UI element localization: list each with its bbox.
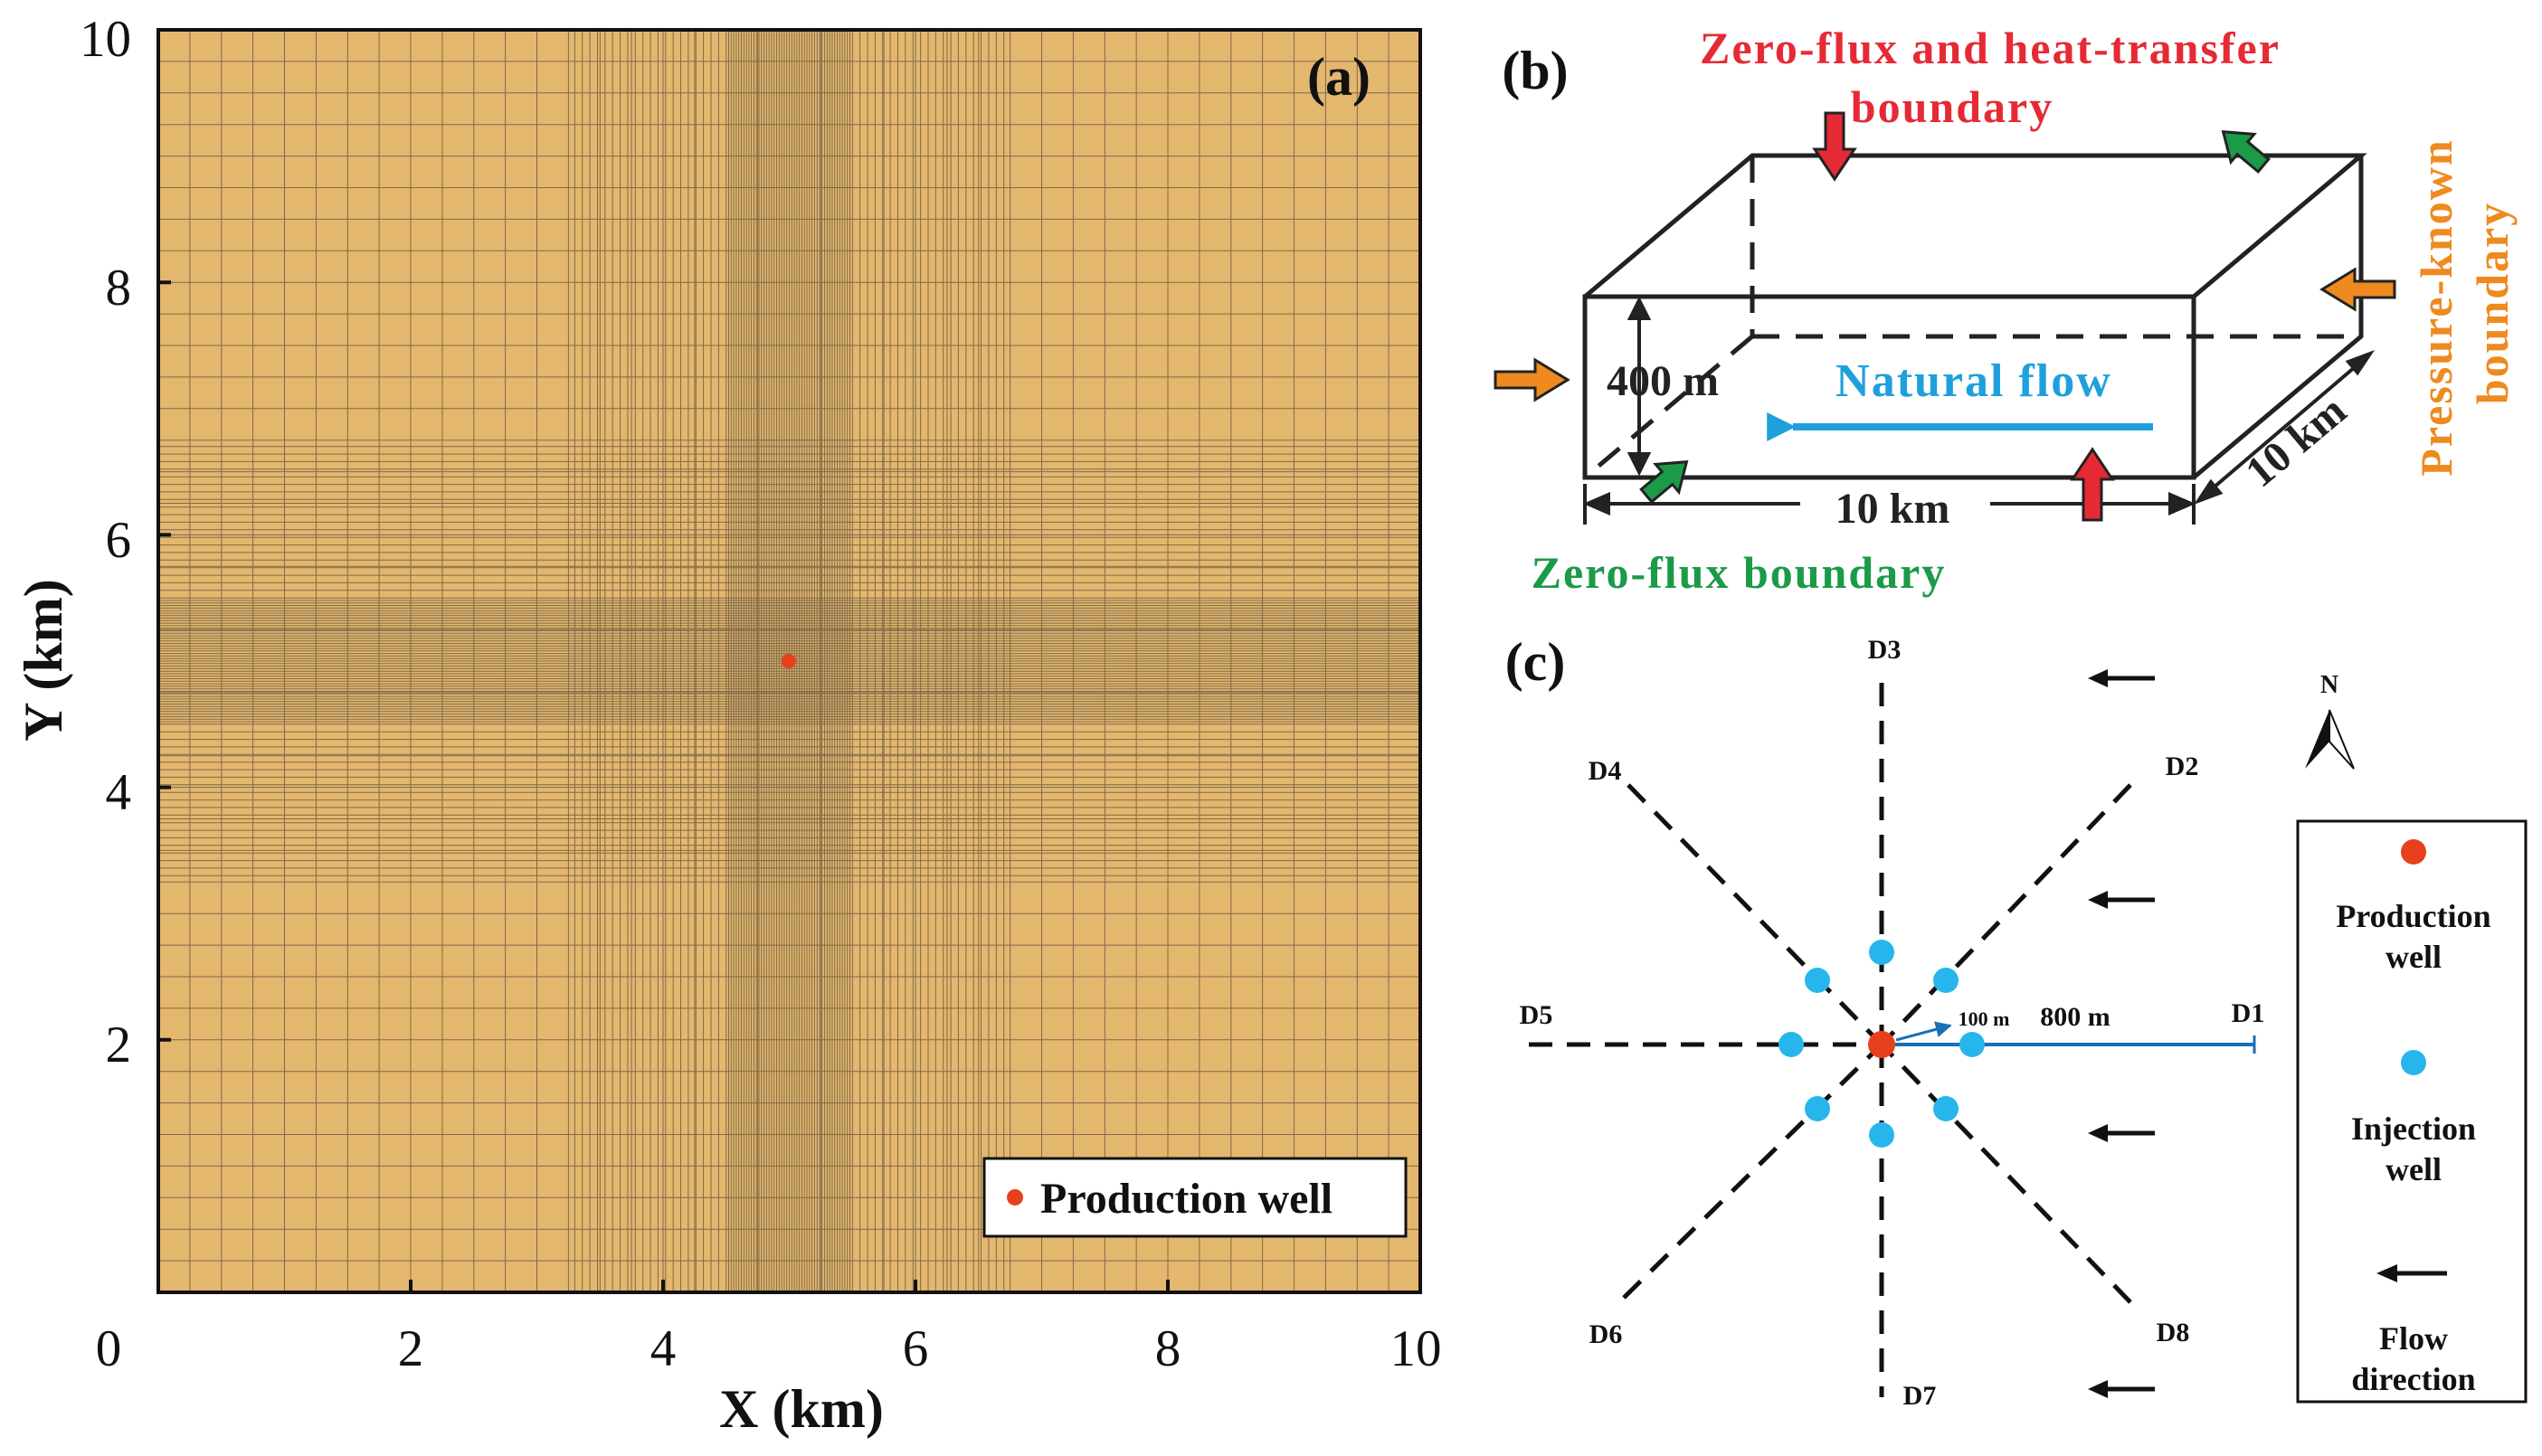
legend-production-text: well — [2385, 939, 2442, 975]
direction-label-d5: D5 — [1520, 1000, 1553, 1030]
direction-label-d2: D2 — [2166, 752, 2199, 781]
flow-arrow-icon — [2088, 891, 2155, 909]
flow-arrow-icon — [2088, 1124, 2155, 1142]
natural-flow-label: Natural flow — [1835, 355, 2112, 407]
top-boundary-label: boundary — [1851, 81, 2054, 132]
injection-well-marker — [1805, 1096, 1830, 1121]
axis-ticks — [158, 280, 1170, 1292]
plot-frame — [157, 28, 1422, 1294]
legend-production-dot — [2401, 839, 2426, 865]
injection-well-marker — [1778, 1032, 1804, 1057]
panel-label-c: (c) — [1505, 632, 1566, 692]
x-tick-label: 4 — [650, 1320, 677, 1377]
panel-c: (c) 100 m 800 m D1 D2 D3 D4 D5 D6 D7 D8 — [1505, 632, 2528, 1411]
injection-well-marker — [1869, 940, 1894, 965]
production-well-marker — [782, 654, 796, 668]
panel-a: 0 2 4 6 8 10 10 8 6 4 2 X (km) Y (km) (a… — [14, 11, 1442, 1439]
dist-800-label: 800 m — [2040, 1002, 2110, 1032]
y-tick-label: 10 — [80, 11, 131, 68]
width-label: 10 km — [2236, 386, 2355, 496]
legend-flow-text: direction — [2351, 1361, 2475, 1397]
legend-production-dot — [1007, 1189, 1023, 1205]
height-label: 400 m — [1607, 357, 1719, 405]
direction-label-d1: D1 — [2232, 998, 2265, 1028]
legend-injection-text: well — [2385, 1151, 2442, 1187]
mesh-grid — [158, 30, 1420, 1292]
direction-label-d7: D7 — [1903, 1381, 1937, 1411]
legend-flow-arrow-icon — [2376, 1264, 2447, 1282]
panel-label-b: (b) — [1502, 41, 1568, 100]
direction-label-d6: D6 — [1589, 1319, 1623, 1349]
y-tick-label: 8 — [106, 260, 132, 317]
svg-text:Pressure-known: Pressure-known — [2411, 138, 2461, 476]
y-tick-label: 2 — [106, 1016, 132, 1073]
legend-flow-text: Flow — [2379, 1320, 2448, 1357]
direction-lines — [1529, 683, 2132, 1397]
green-arrow-icon — [2221, 130, 2271, 175]
dimension-length — [1582, 484, 2196, 525]
y-tick-label: 6 — [106, 512, 132, 569]
injection-wells — [1778, 940, 1985, 1148]
y-axis-label: Y (km) — [14, 579, 73, 741]
y-tick-label: 4 — [106, 764, 132, 821]
injection-well-marker — [1869, 1122, 1894, 1148]
legend-production-label: Production well — [1040, 1175, 1333, 1223]
top-boundary-label: Zero-flux and heat-transfer — [1700, 23, 2281, 73]
x-tick-label: 10 — [1390, 1320, 1442, 1377]
direction-label-d3: D3 — [1868, 635, 1902, 665]
flow-arrows — [2088, 669, 2155, 1398]
legend-production-text: Production — [2336, 898, 2490, 934]
legend-c: Production well Injection well Flow dire… — [2296, 819, 2528, 1404]
north-label: N — [2320, 671, 2338, 699]
length-label: 10 km — [1835, 485, 1950, 533]
legend-injection-text: Injection — [2351, 1111, 2476, 1147]
injection-well-marker — [1959, 1032, 1985, 1057]
legend-a: Production well — [982, 1157, 1408, 1238]
dist-100-label: 100 m — [1959, 1007, 2010, 1030]
svg-text:boundary: boundary — [2467, 202, 2518, 404]
panel-b: (b) Zero-flux and heat-transfer boundary… — [1494, 23, 2518, 598]
orange-arrow-icon — [2319, 267, 2396, 312]
green-arrow-icon — [1639, 460, 1689, 505]
side-boundary-label: Pressure-known boundary — [2411, 138, 2518, 476]
red-arrow-icon — [2070, 447, 2115, 522]
tick-marks — [158, 280, 1170, 1292]
production-well-center — [1868, 1031, 1895, 1058]
flow-arrow-icon — [2088, 669, 2155, 687]
x-tick-label: 0 — [96, 1320, 122, 1377]
direction-label-d8: D8 — [2157, 1318, 2190, 1347]
dimension-height — [1627, 296, 1652, 477]
red-arrow-icon — [1812, 111, 1857, 182]
dimension-width — [2193, 349, 2376, 506]
north-arrow-icon — [2305, 709, 2355, 770]
bottom-boundary-label: Zero-flux boundary — [1532, 547, 1947, 598]
x-tick-label: 2 — [398, 1320, 424, 1377]
injection-well-marker — [1805, 968, 1830, 993]
panel-label-a: (a) — [1307, 47, 1371, 107]
direction-label-d4: D4 — [1589, 756, 1622, 786]
orange-arrow-icon — [1494, 357, 1570, 402]
injection-well-marker — [1933, 968, 1959, 993]
x-tick-label: 6 — [903, 1320, 929, 1377]
injection-well-marker — [1933, 1096, 1959, 1121]
mesh-lines — [158, 30, 1420, 1292]
x-tick-label: 8 — [1155, 1320, 1181, 1377]
flow-arrow-icon — [2088, 1380, 2155, 1398]
radius-arrow — [1895, 1021, 1952, 1042]
x-axis-label: X (km) — [719, 1379, 884, 1439]
legend-injection-dot — [2401, 1050, 2426, 1075]
domain-box — [1582, 153, 2367, 480]
